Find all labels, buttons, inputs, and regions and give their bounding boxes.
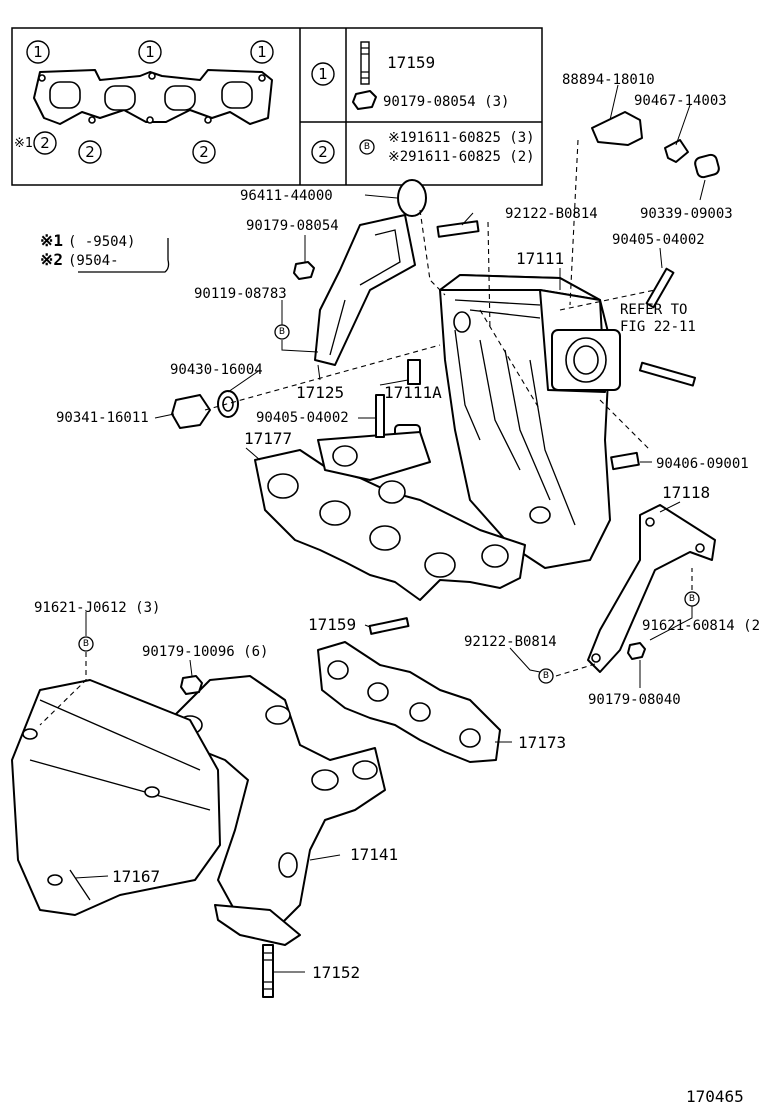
legend-row1-part: 17159 — [387, 53, 435, 72]
label-90406-09001: 90406-09001 — [656, 456, 749, 472]
stud-90405-top — [645, 267, 675, 309]
exhaust-gasket-17173 — [317, 641, 501, 763]
stud-17159-low — [368, 617, 410, 635]
bracket-17125 — [314, 214, 416, 366]
svg-text:B: B — [689, 594, 695, 604]
legend-callout-1a: 1 — [26, 40, 50, 64]
label-17118: 17118 — [662, 483, 710, 502]
legend-callout-1b: 1 — [138, 40, 162, 64]
legend-gasket — [33, 69, 273, 125]
nut-90179-08040 — [627, 642, 646, 660]
label-17159-low: 17159 — [308, 615, 356, 634]
label-17125: 17125 — [296, 383, 344, 402]
label-17173: 17173 — [518, 733, 566, 752]
part-labels: 88894-18010 90467-14003 90339-09003 9641… — [34, 72, 760, 982]
legend-nut-icon — [352, 90, 377, 110]
bolt-marker-90119: B — [274, 324, 290, 340]
svg-text:2: 2 — [199, 143, 209, 161]
legend-stud-icon — [360, 41, 370, 85]
label-90341-16011: 90341-16011 — [56, 410, 149, 426]
label-refer-line2: FIG 22-11 — [620, 319, 696, 335]
exhaust-manifold-17141 — [174, 675, 386, 946]
legend-callout-2a: 2 — [33, 131, 57, 155]
label-17177: 17177 — [244, 429, 292, 448]
svg-text:1: 1 — [257, 43, 267, 61]
stud-90405-mid — [375, 394, 385, 438]
legend-callout-2b: 2 — [78, 140, 102, 164]
legend-bolt-mark: B — [359, 139, 375, 155]
svg-text:2: 2 — [85, 143, 95, 161]
label-90405-04002-top: 90405-04002 — [612, 232, 705, 248]
stud-92122-top — [436, 220, 480, 238]
label-96411-44000: 96411-44000 — [240, 188, 333, 204]
label-90467-14003: 90467-14003 — [634, 93, 727, 109]
stay-17118 — [587, 504, 716, 673]
label-90339-09003: 90339-09003 — [640, 206, 733, 222]
label-92122-B0814-top: 92122-B0814 — [505, 206, 598, 222]
label-90179-10096: 90179-10096 (6) — [142, 644, 268, 660]
label-91621-J0612: 91621-J0612 (3) — [34, 600, 160, 616]
bolt-marker-92122-low: B — [538, 668, 554, 684]
label-refer-line1: REFER TO — [620, 302, 687, 318]
svg-text:B: B — [83, 639, 89, 649]
bolt-90406 — [610, 451, 640, 471]
bolt-marker-91621-60814: B — [684, 591, 700, 607]
legend-row2-line-b: ※291611-60825 (2) — [388, 149, 535, 165]
legend-row2-key: 2 — [311, 140, 335, 164]
legend-row1-part-b: 90179-08054 (3) — [383, 94, 509, 110]
plug-96411 — [397, 179, 427, 217]
label-91621-60814: 91621-60814 (2 — [642, 618, 760, 634]
label-90119-08783: 90119-08783 — [194, 286, 287, 302]
label-17152: 17152 — [312, 963, 360, 982]
nut-90179-10096 — [180, 675, 203, 695]
label-17167: 17167 — [112, 867, 160, 886]
hose-90339 — [694, 153, 720, 179]
svg-text:B: B — [543, 671, 549, 681]
intake-gasket-17177 — [254, 431, 526, 601]
legend-row1-key: 1 — [311, 62, 335, 86]
legend-row2-line-a: ※191611-60825 (3) — [388, 130, 535, 146]
label-90405-04002-mid: 90405-04002 — [256, 410, 349, 426]
legend-note-mark: ※1 — [14, 136, 33, 151]
svg-text:※2: ※2 — [40, 250, 63, 269]
washer-90430 — [217, 390, 239, 418]
stud-17152 — [262, 944, 274, 998]
bolt-marker-91621-J0612: B — [78, 636, 94, 652]
legend-callout-1c: 1 — [250, 40, 274, 64]
fitting-88894 — [591, 111, 643, 146]
label-90179-08040: 90179-08040 — [588, 692, 681, 708]
bolt-17111A — [407, 359, 421, 385]
dashed-guides — [39, 139, 693, 726]
plug-90341 — [171, 394, 211, 429]
legend-callout-2c: 2 — [192, 140, 216, 164]
label-90430-16004: 90430-16004 — [170, 362, 263, 378]
svg-text:2: 2 — [318, 143, 328, 161]
figure-number: 170465 — [686, 1087, 744, 1106]
svg-text:2: 2 — [40, 134, 50, 152]
nut-90179-08054 — [293, 261, 315, 280]
bolt-refer — [638, 361, 697, 387]
svg-text:(9504-: (9504- — [68, 253, 119, 269]
leader-lines — [74, 84, 706, 973]
svg-text:1: 1 — [318, 65, 328, 83]
label-17141: 17141 — [350, 845, 398, 864]
svg-text:1: 1 — [145, 43, 155, 61]
date-notes: ※1 ( -9504) ※2 (9504- — [40, 231, 170, 273]
svg-text:※1: ※1 — [40, 231, 63, 250]
label-92122-B0814-low: 92122-B0814 — [464, 634, 557, 650]
label-90179-08054: 90179-08054 — [246, 218, 339, 234]
legend-box: 1 1 1 ※1 2 2 2 1 17 — [11, 27, 543, 186]
svg-text:B: B — [279, 327, 285, 337]
svg-text:1: 1 — [33, 43, 43, 61]
label-88894-18010: 88894-18010 — [562, 72, 655, 88]
label-17111: 17111 — [516, 249, 564, 268]
svg-text:( -9504): ( -9504) — [68, 234, 135, 250]
svg-text:B: B — [364, 142, 370, 152]
label-17111A: 17111A — [384, 383, 442, 402]
heat-insulator-17167 — [11, 679, 221, 916]
